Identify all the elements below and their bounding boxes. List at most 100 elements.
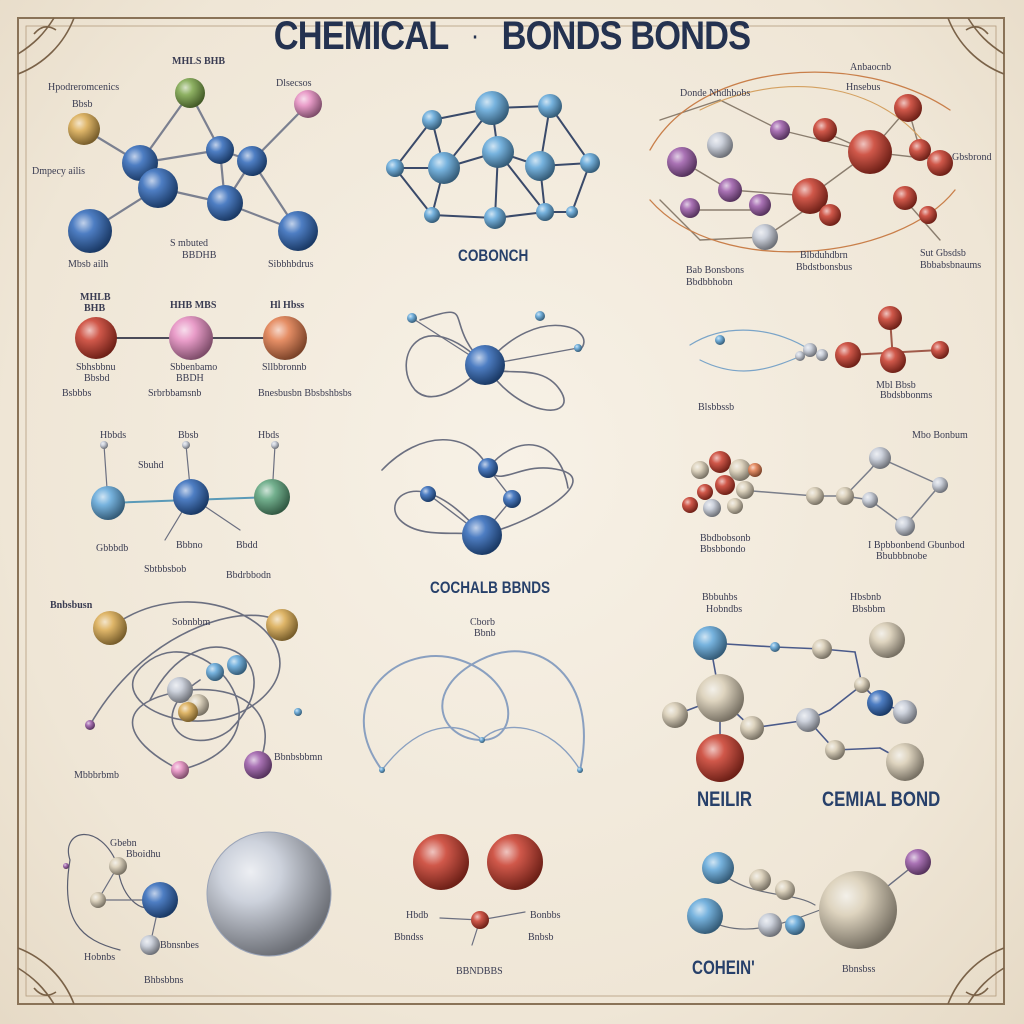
- bond-line: [659, 199, 701, 241]
- atom: [538, 94, 562, 118]
- atom: [142, 882, 178, 918]
- atom: [749, 869, 771, 891]
- label: Bbdbobsonb: [700, 533, 751, 544]
- atom: [715, 335, 725, 345]
- label: Bonbbs: [530, 910, 561, 921]
- label: Gbsbrond: [952, 152, 992, 163]
- atom: [140, 935, 160, 955]
- atom: [893, 186, 917, 210]
- atom: [727, 498, 743, 514]
- title-word-right: BONDS BONDS: [501, 14, 751, 58]
- bond-line: [405, 324, 585, 398]
- atom: [413, 834, 469, 890]
- label: Mbbbrbmb: [74, 770, 119, 781]
- poster-title: CHEMICAL · BONDS BONDS: [72, 14, 953, 59]
- atom: [682, 497, 698, 513]
- atom: [667, 147, 697, 177]
- label: Bhbsbbns: [144, 975, 184, 986]
- label: Hbds: [258, 430, 280, 441]
- atom: [895, 516, 915, 536]
- atom: [812, 639, 832, 659]
- atom: [237, 146, 267, 176]
- label: Hobndbs: [706, 604, 743, 615]
- label: Bbsbbm: [852, 604, 886, 615]
- atom: [687, 898, 723, 934]
- atom: [886, 743, 924, 781]
- atom: [691, 461, 709, 479]
- atom: [770, 120, 790, 140]
- atom: [478, 458, 498, 478]
- label: Bbsb: [178, 430, 199, 441]
- label: Hnsebus: [846, 82, 881, 93]
- atom: [278, 211, 318, 251]
- atom: [75, 317, 117, 359]
- label: Hpodreromcenics: [48, 82, 120, 93]
- atom: [167, 677, 193, 703]
- atom: [736, 481, 754, 499]
- label: Sllbbronnb: [262, 362, 307, 373]
- atom: [703, 499, 721, 517]
- label: Bbnsbss: [842, 964, 876, 975]
- label: Gbbbdb: [96, 543, 129, 554]
- label: Blbduhdbrn: [800, 250, 848, 261]
- atom: [880, 347, 906, 373]
- bond-line: [109, 601, 281, 771]
- atom: [271, 441, 279, 449]
- bond-line: [381, 726, 581, 771]
- atom: [465, 345, 505, 385]
- atom: [206, 663, 224, 681]
- label: Sbtbbsbob: [144, 564, 187, 575]
- bond-line: [381, 439, 569, 489]
- label: Mbsb ailh: [68, 259, 109, 270]
- atom: [825, 740, 845, 760]
- label: MHLB: [80, 292, 111, 303]
- caption-panel-2: COBONCH: [458, 246, 529, 265]
- atom: [894, 94, 922, 122]
- label: Gbebn: [110, 838, 137, 849]
- label: Sobnbbm: [172, 617, 211, 628]
- label: Bbsbd: [84, 373, 110, 384]
- label: Hbsbnb: [850, 592, 882, 603]
- atom: [244, 751, 272, 779]
- label: BBDHB: [182, 250, 217, 261]
- atom: [173, 479, 209, 515]
- label: Sbuhd: [138, 460, 164, 471]
- label: Cborb: [470, 617, 495, 628]
- atom: [693, 626, 727, 660]
- atom: [479, 737, 485, 743]
- atom: [709, 451, 731, 473]
- label: Hl Hbss: [270, 300, 305, 311]
- atom: [696, 734, 744, 782]
- label: I Bpbbonbend Gbunbod: [868, 540, 965, 551]
- atom: [379, 767, 385, 773]
- pearl-sphere: [206, 831, 332, 957]
- label: Bbbuhbs: [702, 592, 738, 603]
- atom: [182, 441, 190, 449]
- atom: [424, 207, 440, 223]
- atom: [85, 720, 95, 730]
- label: Bbnsnbes: [160, 940, 199, 951]
- atom: [919, 206, 937, 224]
- atom: [178, 702, 198, 722]
- atom: [171, 761, 189, 779]
- atom: [715, 475, 735, 495]
- label: Hbbds: [100, 430, 127, 441]
- atom: [869, 622, 905, 658]
- atom: [696, 674, 744, 722]
- bond-line: [649, 71, 951, 151]
- atom: [758, 913, 782, 937]
- atom: [525, 151, 555, 181]
- atom: [294, 90, 322, 118]
- label: Hbdb: [406, 910, 429, 921]
- bond-line: [699, 351, 811, 372]
- atom: [927, 150, 953, 176]
- label: Bbdd: [236, 540, 258, 551]
- bond-line: [719, 99, 781, 131]
- label: Anbaocnb: [850, 62, 892, 73]
- label: Dlsecsos: [276, 78, 312, 89]
- label: Srbrbbamsnb: [148, 388, 202, 399]
- atom: [577, 767, 583, 773]
- atom: [796, 708, 820, 732]
- atom: [574, 344, 582, 352]
- title-separator: ·: [472, 26, 479, 49]
